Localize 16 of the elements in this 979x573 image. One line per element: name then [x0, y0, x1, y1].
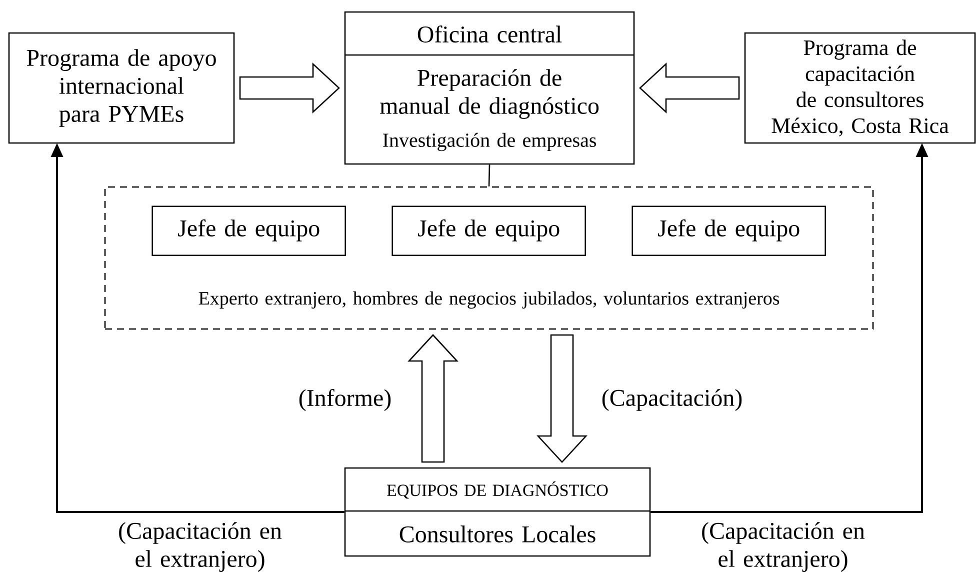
team-box: EQUIPOS DE DIAGNÓSTICO Consultores Locales: [344, 467, 651, 557]
connector-line: [488, 164, 490, 186]
program-box: Programa de capacitación de consultores México, Costa Rica: [744, 32, 976, 144]
team-leader-box: Jefe de equipo: [632, 206, 826, 256]
block-arrow: [536, 334, 588, 463]
team-leader-box: Jefe de equipo: [152, 206, 346, 256]
block-arrow: [408, 334, 458, 463]
edge-label: (Informe): [299, 389, 391, 412]
edge-label: (Capacitación en el extranjero): [119, 522, 282, 572]
block-arrow: [639, 62, 740, 114]
office-box: Oficina central Preparación de manual de diagnóstico Investigación de empresas: [344, 11, 635, 165]
edge-label: (Capacitación): [602, 389, 742, 411]
team-leader-box: Jefe de equipo: [392, 206, 586, 256]
program-box: Programa de apoyo internacional para PYMEs: [8, 32, 235, 144]
edge-label: (Capacitación en el extranjero): [702, 522, 865, 572]
block-arrow: [239, 62, 340, 114]
